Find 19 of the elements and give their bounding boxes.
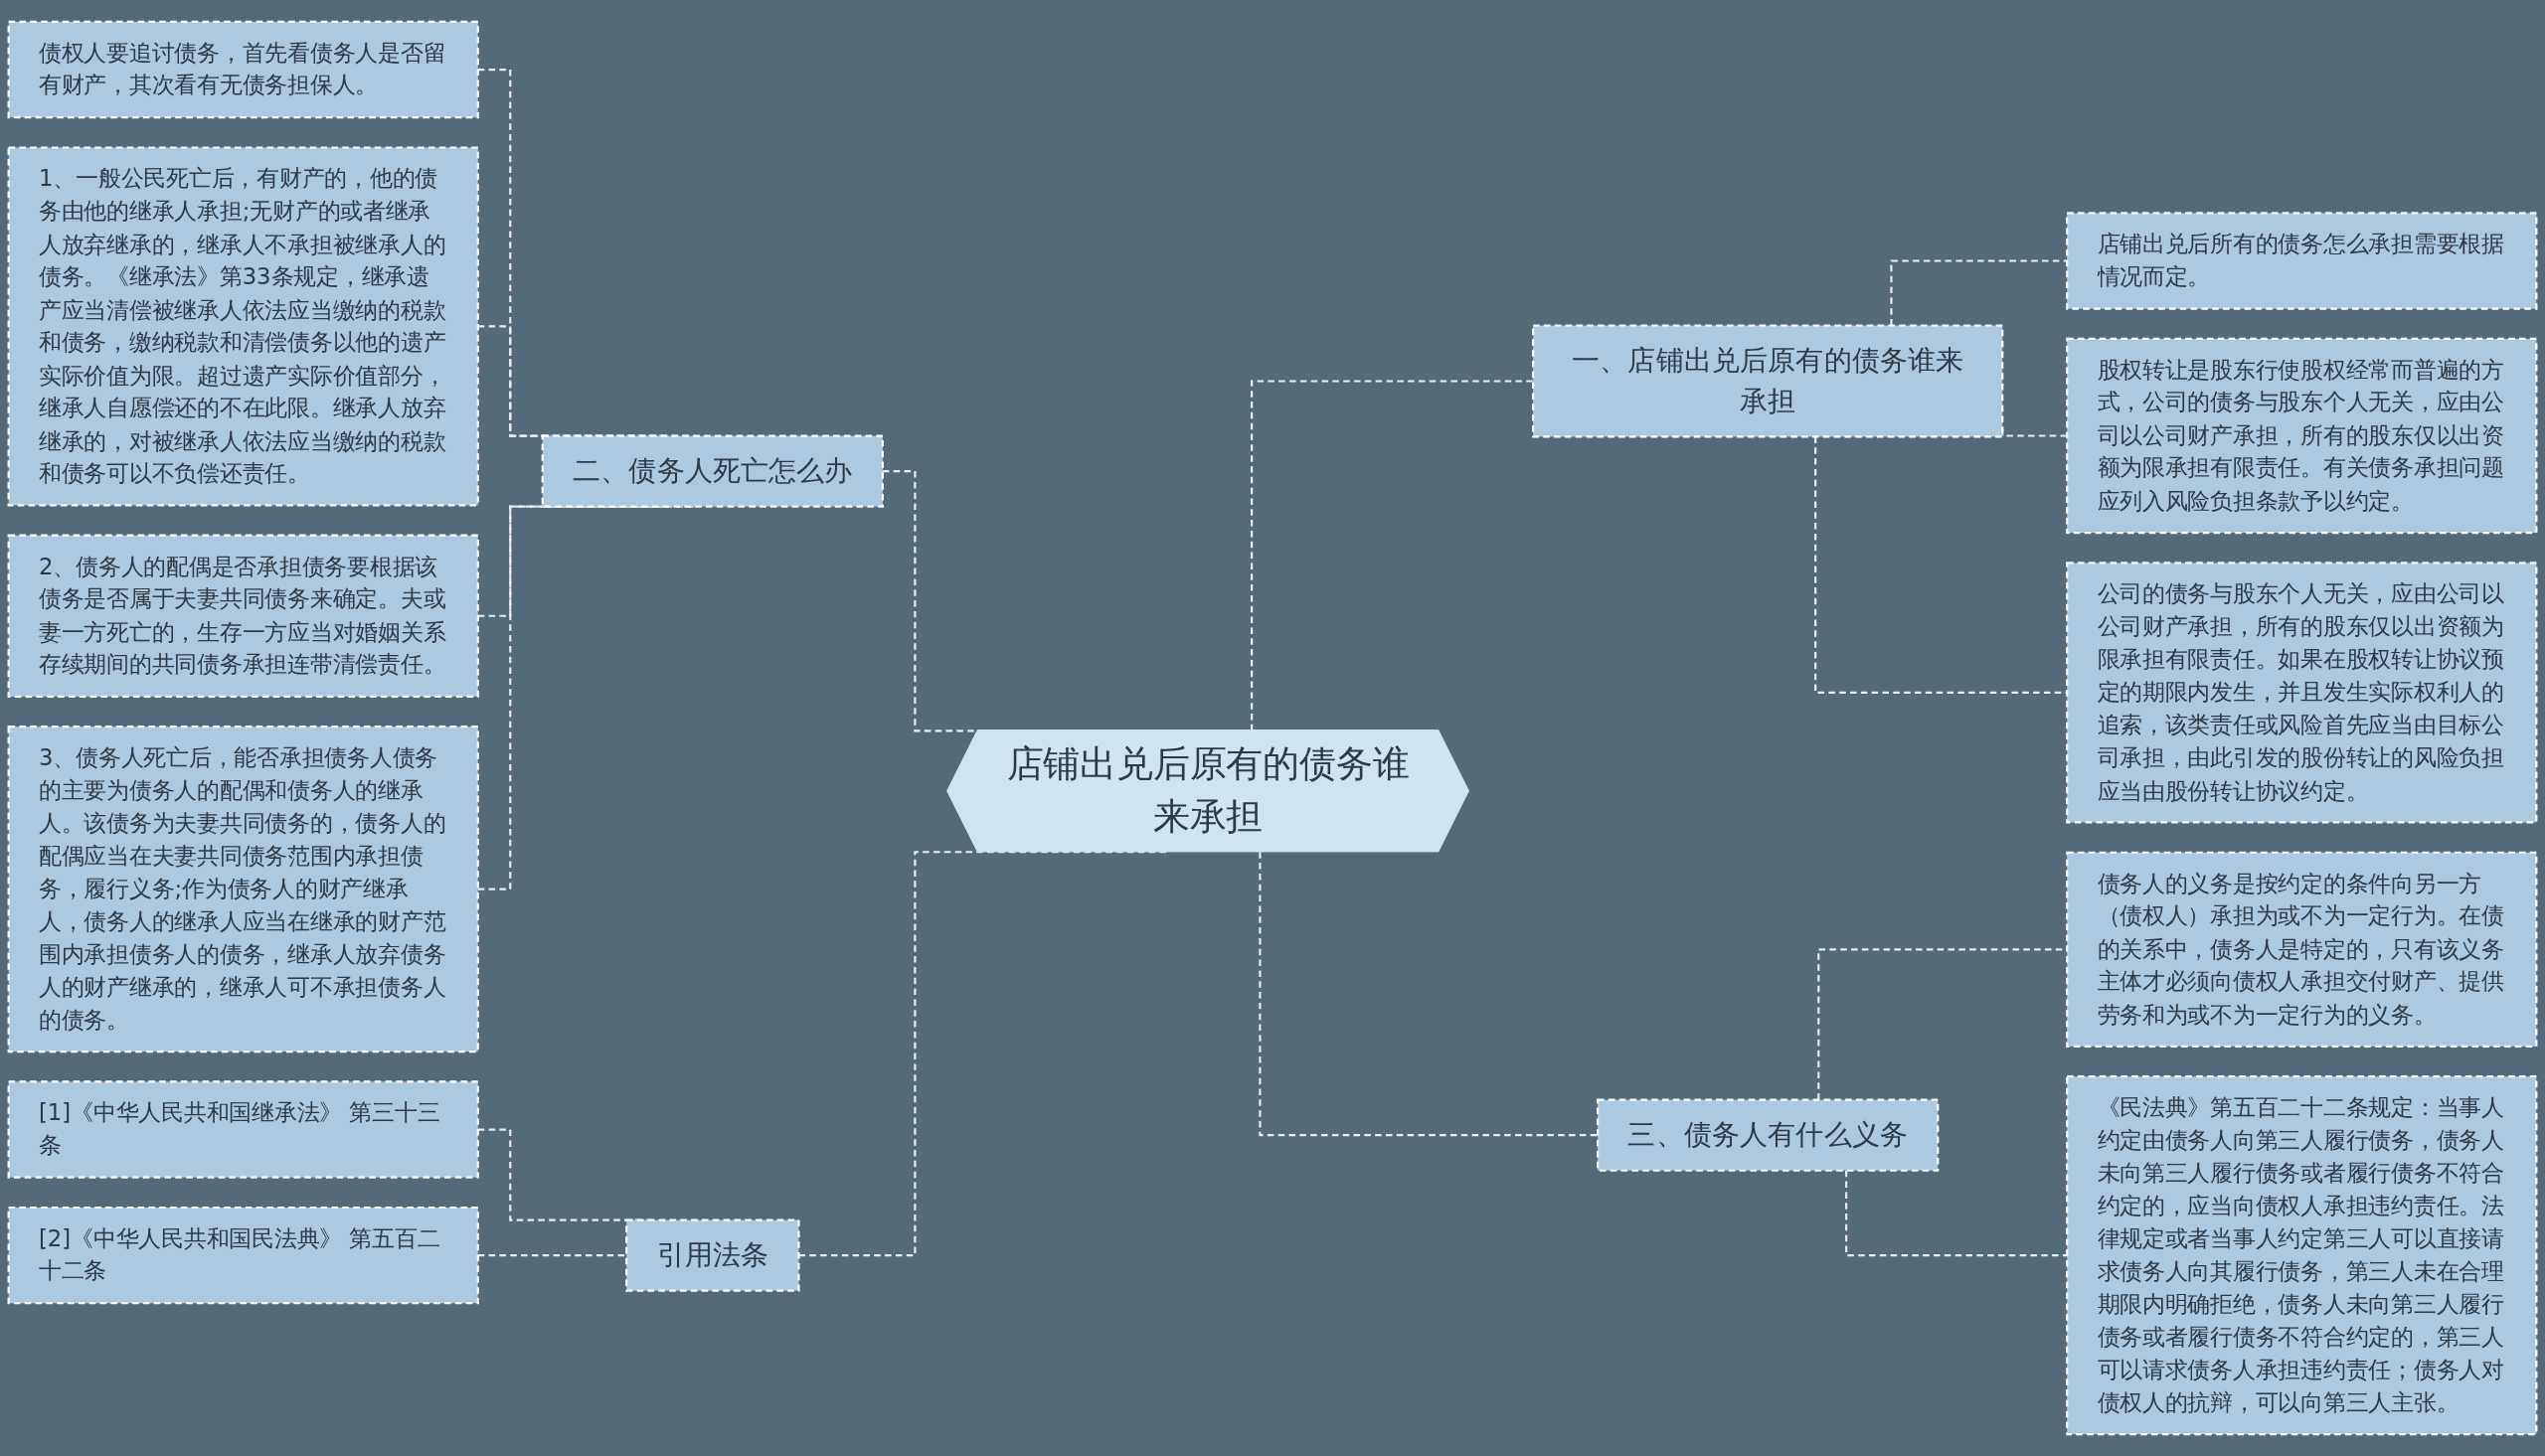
connector — [1251, 380, 1534, 731]
node-box: 债务人的义务是按约定的条件向另一方（债权人）承担为或不为一定行为。在债的关系中，债务人是特定的，只有该义务主体才必须向债权人承担交付财产、提供劳务和为或不为一定行为的义务。 — [2066, 851, 2538, 1048]
connector — [1890, 259, 2068, 326]
connector — [1259, 852, 1599, 1137]
node-box: 3、债务人死亡后，能否承担债务人债务的主要为债务人的配偶和债务人的继承人。该债务为夫妻共同债务的，债务人的配偶应当在夫妻共同债务范围内承担债务，履行义务;作为债务人的财产继承人，债务人的继承人应当在继承的财产范围内承担债务人的债务，继承人放弃债务人的财产继承的，继承人可不承担债务人的债务。 — [7, 726, 479, 1053]
node-box: 店铺出兑后所有的债务怎么承担需要根据情况而定。 — [2066, 212, 2538, 310]
node-box: 二、债务人死亡怎么办 — [541, 434, 884, 508]
node-box: 债权人要追讨债务，首先看债务人是否留有财产，其次看有无债务担保人。 — [7, 20, 479, 119]
node-box: [2]《中华人民共和国民法典》 第五百二十二条 — [7, 1206, 479, 1305]
connector — [1845, 1170, 2068, 1257]
node-box: 1、一般公民死亡后，有财产的，他的债务由他的继承人承担;无财产的或者继承人放弃继承的，继承人不承担被继承人的债务。《继承法》第33条规定，继承遗产应当清偿被继承人依法应当缴纳的税款和债务，缴纳税款和清偿债务以他的遗产实际价值为限。超过遗产实际价值部分，继承人自愿偿还的不在此限。继承人放弃继承的，对被继承人依法应当缴纳的税款和债务可以不负偿还责任。 — [7, 146, 479, 507]
node-box: 引用法条 — [625, 1218, 800, 1292]
node-box: 三、债务人有什么义务 — [1597, 1098, 1940, 1172]
node-box: 公司的债务与股东个人无关，应由公司以公司财产承担，所有的股东仅以出资额为限承担有限责任。如果在股权转让协议预定的期限内发生，并且发生实际权利人的追索，该类责任或风险首先应当由目标公司承担，由此引发的股份转让的风险负担应当由股份转让协议约定。 — [2066, 562, 2538, 824]
node-box: 2、债务人的配偶是否承担债务要根据该债务是否属于夫妻共同债务来确定。夫或妻一方死亡的，生存一方应当对婚姻关系存续期间的共同债务承担连带清偿责任。 — [7, 534, 479, 698]
node-box: 一、店铺出兑后原有的债务谁来承担 — [1532, 324, 2004, 438]
node-box: 《民法典》第五百二十二条规定：当事人约定由债务人向第三人履行债务，债务人未向第三人履行债务或者履行债务不符合约定的，应当向债权人承担违约责任。法律规定或者当事人约定第三人可以直接请求债务人向其履行债务，第三人未在合理期限内明确拒绝，债务人未向第三人履行债务或者履行债务不符合约定的，第三人可以请求债务人承担违约责任；债务人对债权人的抗辩，可以向第三人主张。 — [2066, 1075, 2538, 1436]
node-box: [1]《中华人民共和国继承法》 第三十三条 — [7, 1080, 479, 1179]
node-box: 股权转让是股东行使股权经常而普遍的方式，公司的债务与股东个人无关，应由公司以公司财产承担，所有的股东仅以出资额为限承担有限责任。有关债务承担问题应列入风险负担条款予以约定。 — [2066, 337, 2538, 535]
